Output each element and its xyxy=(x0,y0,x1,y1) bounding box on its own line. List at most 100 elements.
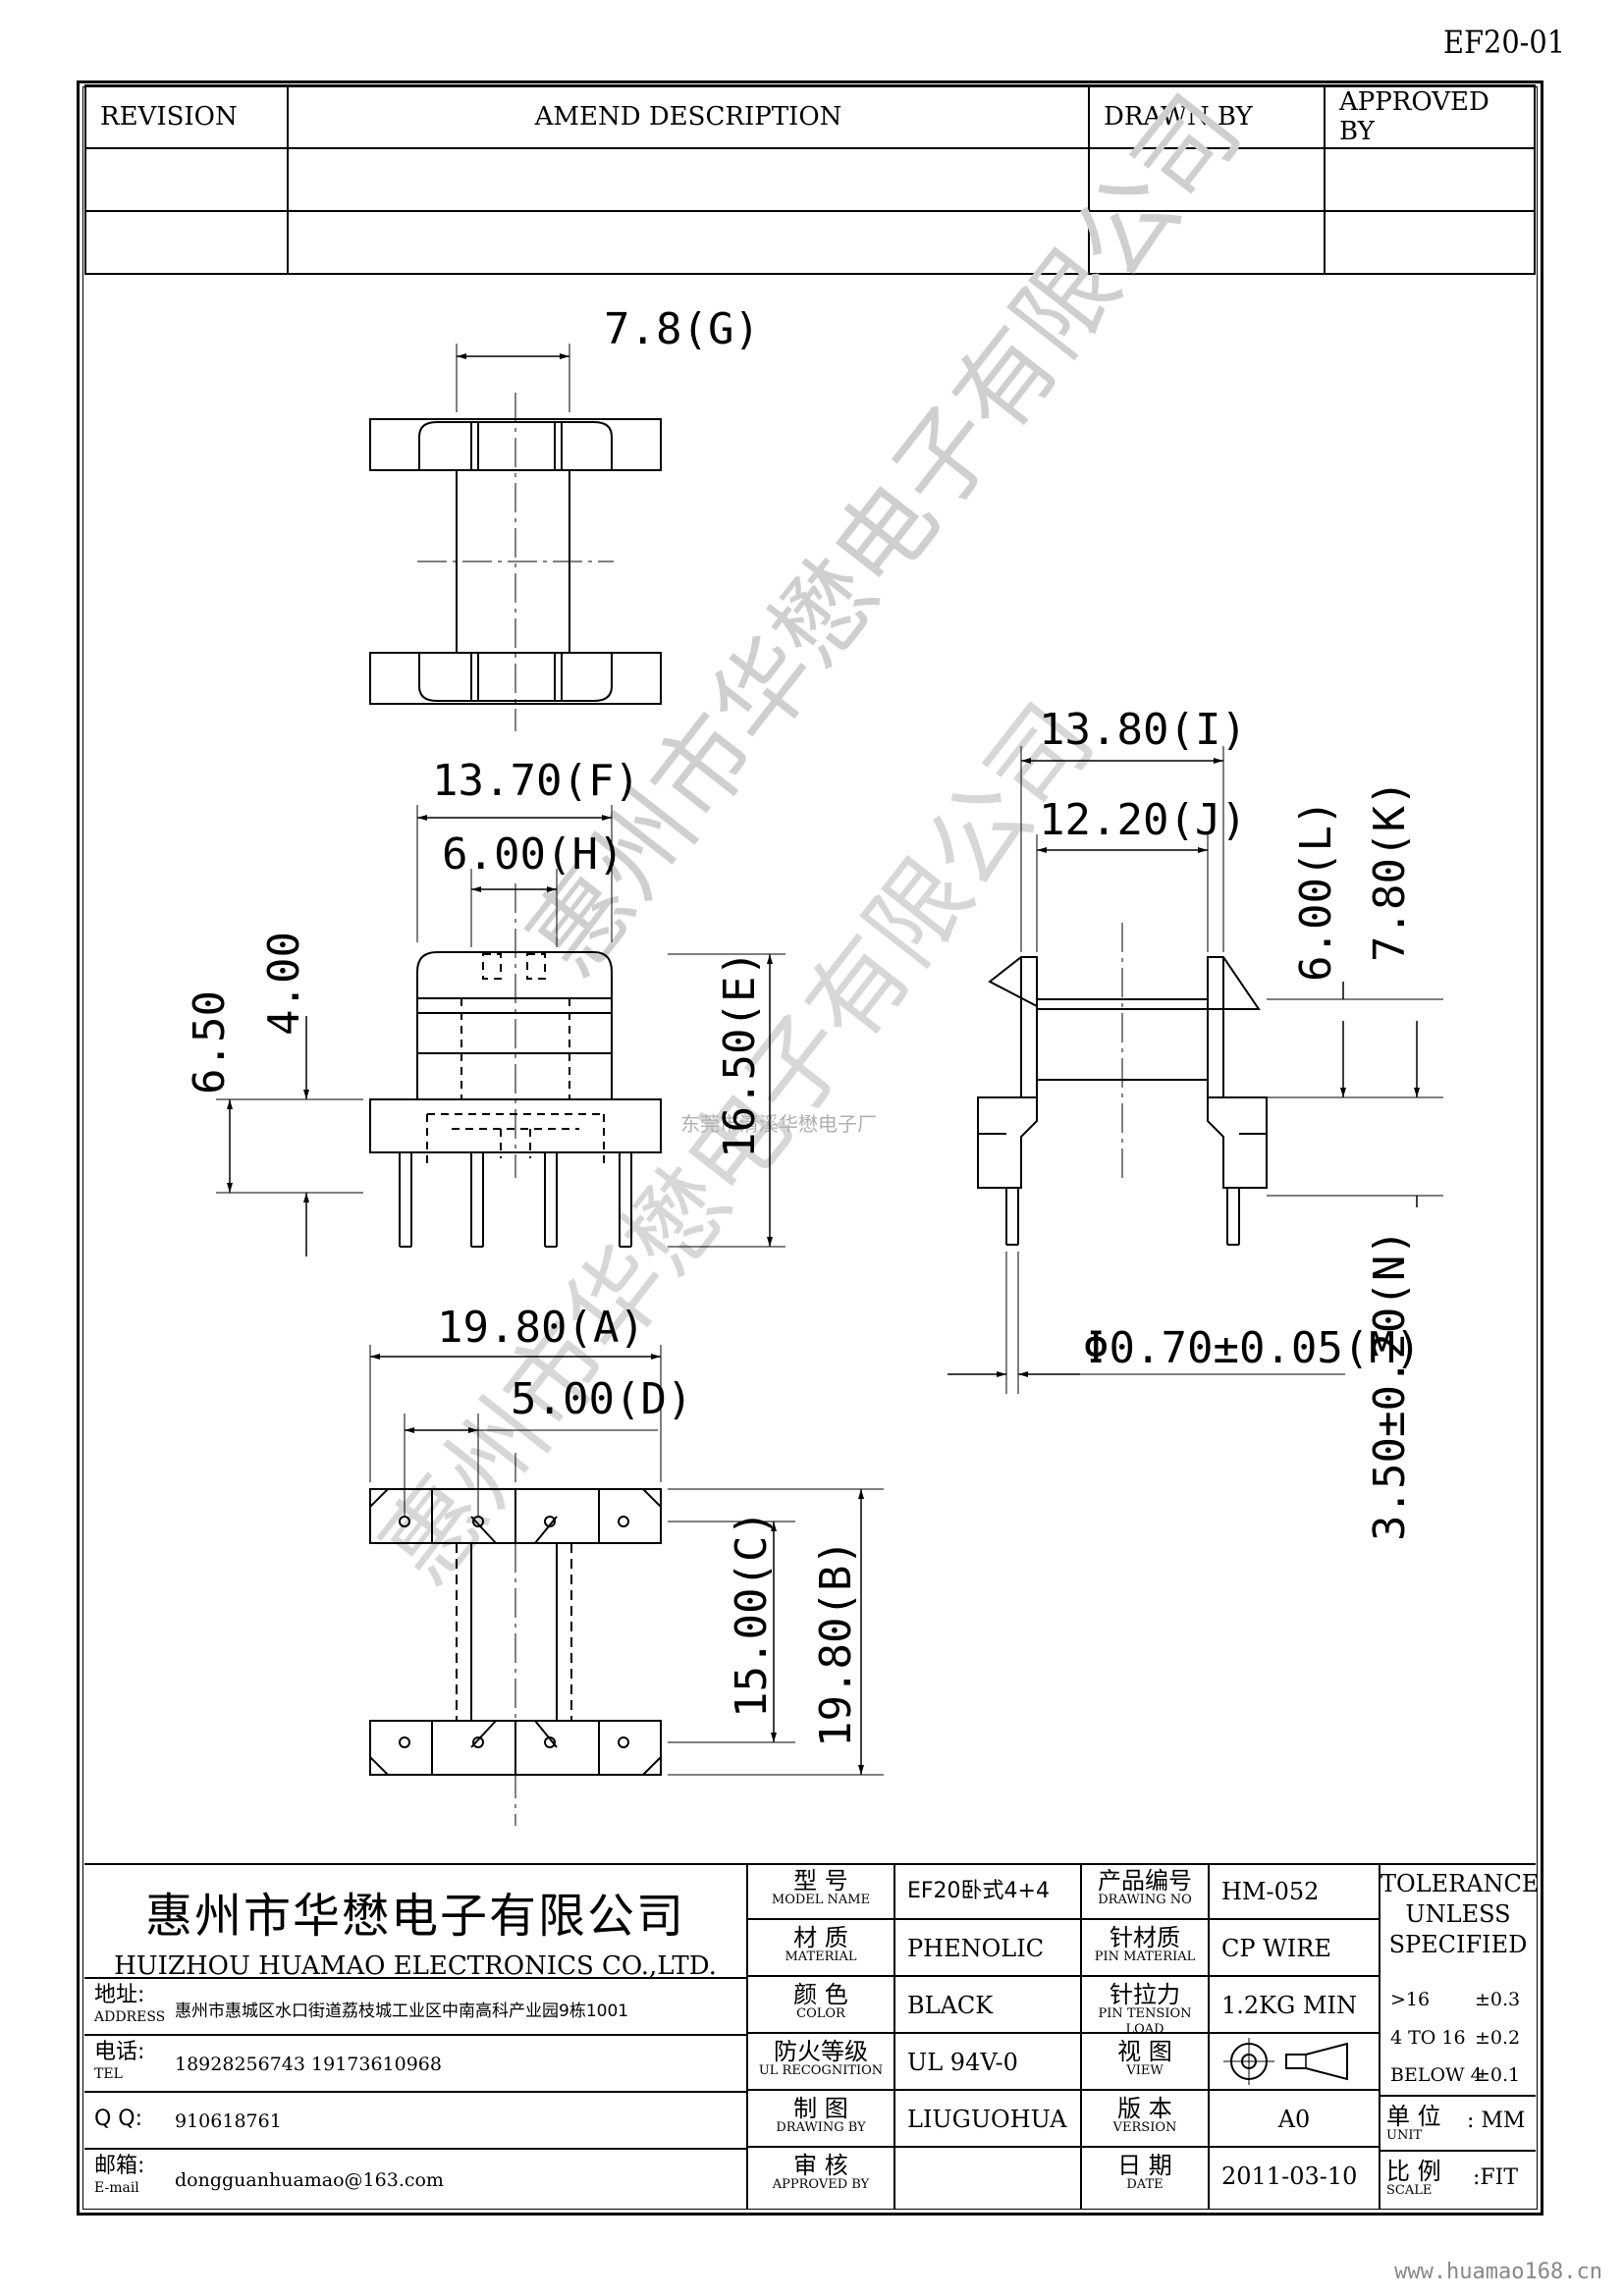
revision-header-row: REVISION AMEND DESCRIPTION DRAWN BY APPR… xyxy=(84,84,1536,149)
company-block: 惠州市华懋电子有限公司 HUIZHOU HUAMAO ELECTRONICS C… xyxy=(84,1863,748,1981)
address-row: 地址: ADDRESS 惠州市惠城区水口街道荔枝城工业区中南高科产业园9栋1001 xyxy=(84,1979,748,2036)
company-name-cn: 惠州市华懋电子有限公司 xyxy=(144,1889,685,1944)
pin-material-label: 针材质 xyxy=(1110,1924,1180,1951)
table-cell xyxy=(84,210,289,275)
dim-c: 15.00(C) xyxy=(727,1510,777,1718)
view-symbol xyxy=(1210,2034,1380,2091)
projection-symbol-icon xyxy=(1223,2038,1348,2085)
tolerance-range: >16 xyxy=(1390,1989,1431,2010)
version-value: A0 xyxy=(1210,2091,1380,2148)
date-label: 日 期 xyxy=(1117,2152,1172,2179)
color-value: BLACK xyxy=(895,1977,1082,2034)
front-view xyxy=(216,805,785,1256)
revision-empty-row xyxy=(84,210,1536,275)
dim-650: 6.50 xyxy=(185,990,235,1095)
revision-table: REVISION AMEND DESCRIPTION DRAWN BY APPR… xyxy=(84,84,1536,275)
scale-value: :FIT xyxy=(1473,2165,1519,2190)
drawn-by-header: DRAWN BY xyxy=(1088,84,1326,149)
dim-h: 6.00(H) xyxy=(442,829,623,880)
qq-value: 910618761 xyxy=(175,2110,282,2132)
approved-by-value xyxy=(895,2148,1082,2209)
tolerance-row: BELOW 4 ±0.1 xyxy=(1390,2064,1528,2086)
view-label-en: VIEW xyxy=(1126,2063,1164,2078)
pin-material-value: CP WIRE xyxy=(1210,1920,1380,1977)
tolerance-value: ±0.2 xyxy=(1475,2027,1521,2049)
scale-label-en: SCALE xyxy=(1386,2183,1433,2198)
dim-a: 19.80(A) xyxy=(437,1303,645,1353)
dim-b: 19.80(B) xyxy=(811,1539,861,1747)
product-no-label-en: DRAWING NO xyxy=(1098,1893,1192,1907)
tel-label: 电话: xyxy=(94,2040,145,2064)
approved-by-label: 审 核 xyxy=(793,2152,848,2179)
amend-description-header: AMEND DESCRIPTION xyxy=(287,84,1090,149)
pin-tension-value: 1.2KG MIN xyxy=(1210,1977,1380,2034)
dim-e: 16.50(E) xyxy=(715,950,765,1158)
approved-by-header: APPROVED BY xyxy=(1324,84,1536,149)
color-label: 颜 色 xyxy=(793,1981,848,2008)
tel-label-en: TEL xyxy=(94,2066,123,2082)
tolerance-range: 4 TO 16 xyxy=(1390,2027,1466,2049)
revision-empty-row xyxy=(84,147,1536,212)
document-reference: EF20-01 xyxy=(1443,24,1565,61)
dim-j: 12.20(J) xyxy=(1039,795,1247,845)
table-cell xyxy=(287,147,1090,212)
table-cell xyxy=(1088,210,1326,275)
tolerance-value: ±0.3 xyxy=(1475,1989,1521,2010)
dim-g: 7.8(G) xyxy=(604,304,760,354)
view-label: 视 图 xyxy=(1117,2038,1172,2065)
drawing-by-value: LIUGUOHUA xyxy=(895,2091,1082,2148)
dim-i: 13.80(I) xyxy=(1039,705,1247,755)
email-label: 邮箱: xyxy=(94,2154,145,2178)
dim-m: Φ0.70±0.05(M) xyxy=(1083,1323,1421,1373)
ul-value: UL 94V-0 xyxy=(895,2034,1082,2091)
drawing-by-label-en: DRAWING BY xyxy=(776,2120,866,2135)
tolerance-value: ±0.1 xyxy=(1475,2064,1521,2086)
tolerance-block: TOLERANCE UNLESS SPECIFIED >16 ±0.3 4 TO… xyxy=(1380,1863,1540,2097)
bottom-view xyxy=(369,1345,884,1826)
model-label: 型 号 xyxy=(793,1867,848,1895)
dim-k: 7.80(K) xyxy=(1365,780,1415,962)
dim-n: 3.50±0.20(N) xyxy=(1365,1229,1415,1541)
email-row: 邮箱: E-mail dongguanhuamao@163.com xyxy=(84,2150,748,2209)
pin-tension-label: 针拉力 xyxy=(1110,1981,1180,2008)
tolerance-title: TOLERANCE UNLESS SPECIFIED xyxy=(1380,1870,1540,1958)
qq-row: Q Q: 910618761 xyxy=(84,2093,748,2150)
model-value: EF20卧式4+4 xyxy=(895,1863,1082,1920)
qq-label: Q Q: xyxy=(94,2107,143,2131)
material-label-en: MATERIAL xyxy=(785,1949,857,1964)
drawing-frame-outer xyxy=(77,80,1543,2216)
top-view xyxy=(369,344,662,731)
date-label-en: DATE xyxy=(1126,2177,1164,2192)
color-label-en: COLOR xyxy=(796,2006,845,2021)
product-no-label: 产品编号 xyxy=(1098,1867,1192,1895)
tel-row: 电话: TEL 18928256743 19173610968 xyxy=(84,2036,748,2093)
address-label: 地址: xyxy=(94,1983,145,2007)
product-no-value: HM-052 xyxy=(1210,1863,1380,1920)
watermark-small: 东莞市清溪华懋电子厂 xyxy=(680,1112,877,1136)
dim-f: 13.70(F) xyxy=(432,756,640,806)
unit-value: : MM xyxy=(1467,2109,1526,2133)
material-label: 材 质 xyxy=(793,1924,848,1951)
address-label-en: ADDRESS xyxy=(94,2009,166,2025)
email-value: dongguanhuamao@163.com xyxy=(175,2169,444,2191)
table-cell xyxy=(84,147,289,212)
version-label: 版 本 xyxy=(1117,2095,1172,2122)
table-cell xyxy=(287,210,1090,275)
tel-value: 18928256743 19173610968 xyxy=(175,2054,442,2075)
ul-label: 防火等级 xyxy=(774,2038,868,2065)
scale-label: 比 例 xyxy=(1386,2158,1441,2185)
approved-by-label-en: APPROVED BY xyxy=(772,2177,870,2192)
table-cell xyxy=(1324,210,1536,275)
company-name-en: HUIZHOU HUAMAO ELECTRONICS CO.,LTD. xyxy=(114,1951,717,1981)
tolerance-row: >16 ±0.3 xyxy=(1390,1989,1528,2010)
email-label-en: E-mail xyxy=(94,2180,139,2196)
address-value: 惠州市惠城区水口街道荔枝城工业区中南高科产业园9栋1001 xyxy=(175,2002,629,2021)
material-value: PHENOLIC xyxy=(895,1920,1082,1977)
side-view xyxy=(947,746,1443,1394)
dim-d: 5.00(D) xyxy=(511,1374,692,1424)
revision-header: REVISION xyxy=(84,84,289,149)
